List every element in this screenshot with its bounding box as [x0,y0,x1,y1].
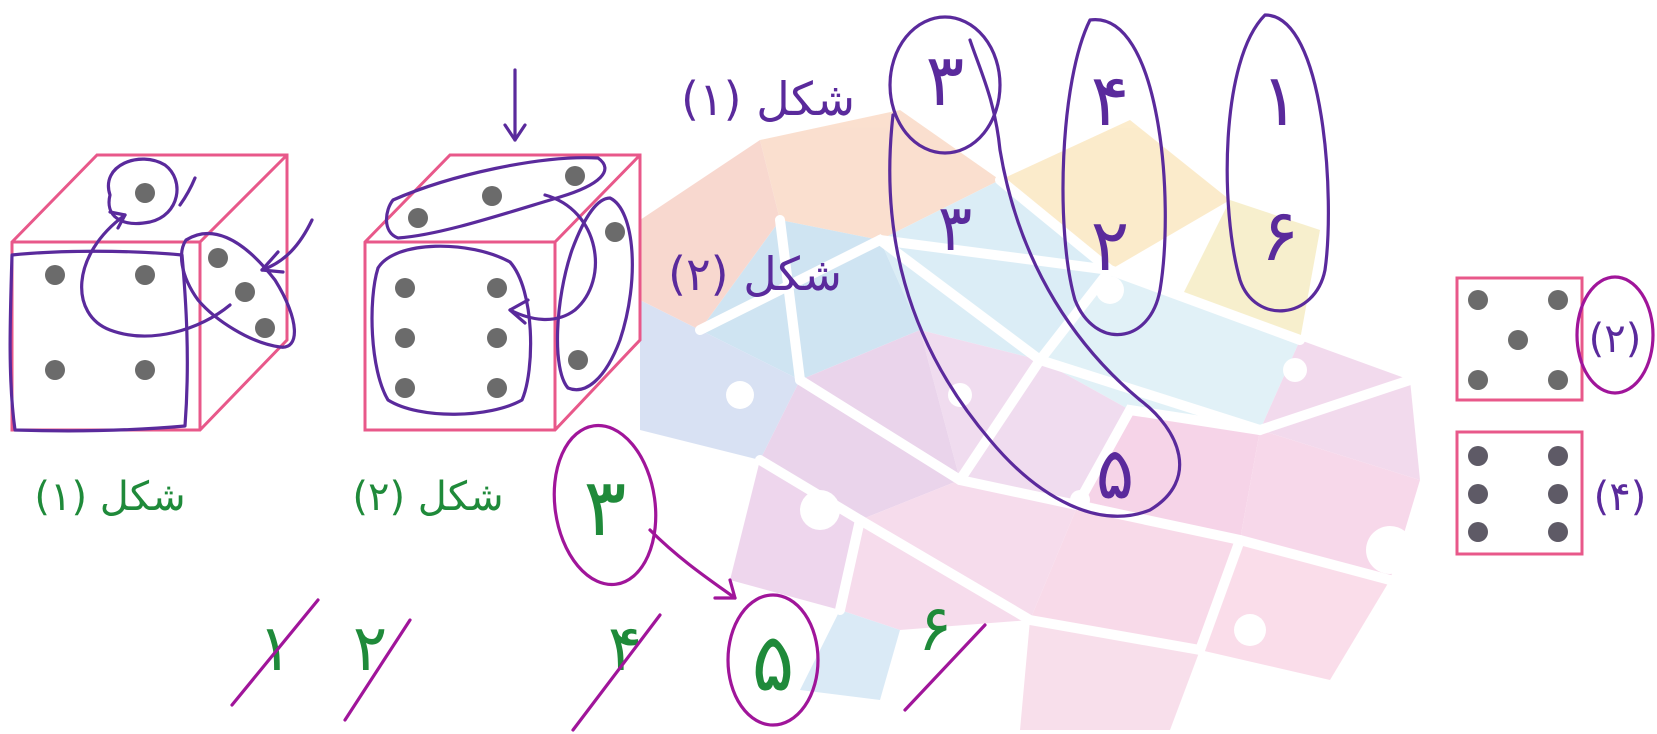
figure-labels: شکل (۱) شکل (۲) [668,72,855,301]
pair-3-bottom: ۶ [1261,193,1300,277]
pair-3-top: ۱ [1261,58,1300,142]
cube-1 [10,153,289,432]
opposite-pairs: ۳ ۳ ۵ ۴ ۲ ۱ ۶ [888,13,1330,518]
cube-1-annotations [8,157,314,433]
pair-1-top: ۳ [926,38,965,122]
answer-annotation: ۳ ۵ [552,423,820,727]
background-watermark [640,110,1420,730]
cube1-top-pip [135,183,155,203]
candidate-digit: ۲ [353,612,387,686]
cube2-label: شکل (۲) [352,474,503,520]
option-4[interactable]: (۴) [1455,430,1647,556]
figure-label-1: شکل (۱) [681,72,855,126]
option-2[interactable]: (۲) [1455,275,1655,402]
candidate-digit: ۴ [608,612,642,686]
cube-2 [363,153,642,432]
cube1-label: شکل (۱) [34,474,185,520]
figure-label-2: شکل (۲) [668,247,842,301]
candidate-digits: ۱ ۲ ۴ ۶ [230,592,987,732]
answer-digit: ۳ [584,461,627,554]
candidate-digit: ۱ [258,612,292,686]
pair-1-bottom: ۵ [1096,431,1135,515]
candidate-digit: ۶ [918,592,952,666]
cube-2-annotations [370,68,634,416]
pair-2-bottom: ۲ [1091,203,1130,287]
option-2-label: (۲) [1589,316,1642,362]
extra-digit: ۳ [938,192,972,266]
result-digit: ۵ [752,616,795,709]
pair-2-top: ۴ [1091,58,1130,142]
option-4-label: (۴) [1594,474,1647,520]
